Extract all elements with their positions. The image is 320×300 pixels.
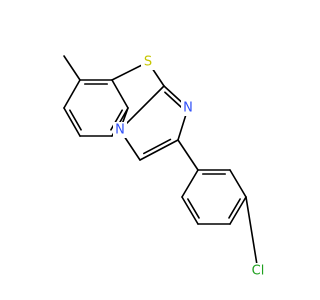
bond-c6-c7 — [63, 79, 81, 109]
bond-CH3-c7 — [63, 55, 81, 81]
bond-layer — [63, 55, 259, 272]
imine-nitrogen-atom-label: N — [183, 101, 193, 116]
bond-c5-c6 — [63, 107, 81, 137]
sulfur-atom-label: S — [144, 55, 152, 70]
double-bond-c2a-N1 — [164, 91, 183, 109]
bond-p2-p3 — [229, 169, 247, 198]
double-bond-c2-c3 — [143, 138, 172, 155]
bridge-nitrogen-atom-label: N — [115, 123, 125, 138]
sulfur-label-background — [141, 54, 155, 70]
chlorine-atom-label: Cl — [252, 264, 265, 279]
bond-N9-c2a — [119, 85, 165, 131]
bond-p3-p4 — [229, 196, 247, 225]
bond-p6-p1 — [181, 169, 199, 198]
chemical-structure-diagram: S N N Cl — [63, 54, 268, 279]
bond-c8-c5a — [111, 79, 129, 109]
bond-c2-p1 — [177, 139, 199, 171]
double-bond-p3-p4 — [228, 198, 241, 219]
atom-label-layer: S N N Cl — [113, 54, 268, 279]
double-bond-p5-p6 — [187, 198, 200, 219]
bond-p5-p6 — [181, 196, 199, 225]
structure-canvas: S N N Cl — [63, 54, 268, 279]
bond-p3-Cl — [245, 196, 259, 272]
imine-nitrogen-label-background — [181, 100, 195, 116]
chlorine-label-background — [248, 263, 268, 279]
double-bond-c5-c6 — [69, 109, 82, 131]
double-bond-c5a-c4 — [110, 109, 123, 131]
bond-c2-c3 — [139, 139, 179, 161]
bridge-nitrogen-label-background — [113, 122, 127, 138]
